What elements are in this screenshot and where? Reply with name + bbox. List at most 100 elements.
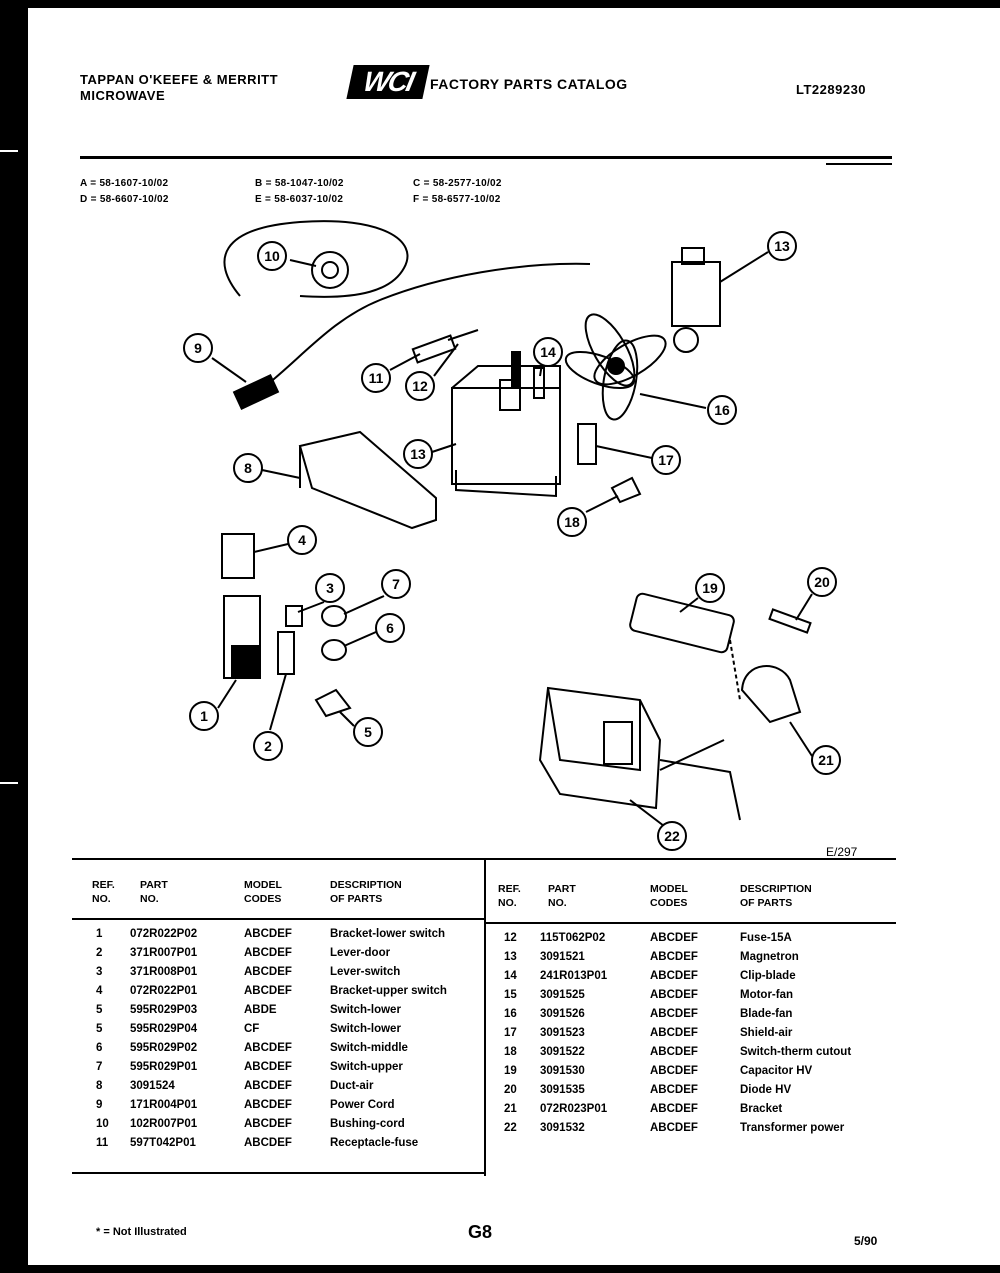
cell-desc: Power Cord bbox=[330, 1099, 395, 1111]
cell-part: 102R007P01 bbox=[130, 1118, 198, 1130]
cell-model: CF bbox=[244, 1023, 260, 1035]
cell-ref: 22 bbox=[504, 1122, 517, 1134]
callout-17: 17 bbox=[595, 445, 681, 475]
power-cord-drawing bbox=[223, 220, 409, 298]
callout-2: 2 bbox=[253, 673, 287, 761]
svg-text:6: 6 bbox=[386, 620, 394, 636]
callout-13-left: 13 bbox=[403, 439, 457, 469]
cell-ref: 5 bbox=[96, 1023, 103, 1035]
cell-model: ABCDEF bbox=[650, 989, 698, 1001]
cell-desc: Clip-blade bbox=[740, 970, 796, 982]
catalog-page bbox=[28, 8, 1000, 1265]
brand-block: TAPPAN O'KEEFE & MERRITT MICROWAVE bbox=[80, 72, 278, 104]
callout-16: 16 bbox=[639, 393, 737, 425]
cell-desc: Switch-lower bbox=[330, 1004, 401, 1016]
callout-13-right: 13 bbox=[719, 231, 797, 283]
table-header-rule-left bbox=[72, 918, 484, 920]
callout-9: 9 bbox=[183, 333, 247, 383]
footnote: * = Not Illustrated bbox=[96, 1226, 187, 1238]
svg-text:10: 10 bbox=[264, 248, 280, 264]
cell-part: 595R029P01 bbox=[130, 1061, 198, 1073]
cell-model: ABCDEF bbox=[244, 985, 292, 997]
magnetron-drawing bbox=[451, 387, 561, 485]
figure-id: E/297 bbox=[826, 845, 858, 859]
cell-model: ABCDEF bbox=[650, 1103, 698, 1115]
cell-model: ABCDEF bbox=[650, 951, 698, 963]
cell-desc: Switch-middle bbox=[330, 1042, 408, 1054]
cell-model: ABCDEF bbox=[244, 1061, 292, 1073]
cell-model: ABDE bbox=[244, 1004, 277, 1016]
header-ref-right: REF.NO. bbox=[498, 883, 521, 909]
cell-ref: 1 bbox=[96, 928, 103, 940]
callout-18: 18 bbox=[557, 495, 619, 537]
cell-part: 595R029P04 bbox=[130, 1023, 198, 1035]
callout-12: 12 bbox=[405, 343, 459, 401]
cell-ref: 19 bbox=[504, 1065, 517, 1077]
cell-desc: Fuse-15A bbox=[740, 932, 792, 944]
cell-ref: 7 bbox=[96, 1061, 103, 1073]
cell-part: 3091521 bbox=[540, 951, 585, 963]
cell-part: 3091522 bbox=[540, 1046, 585, 1058]
cell-desc: Switch-therm cutout bbox=[740, 1046, 852, 1058]
cell-ref: 13 bbox=[504, 951, 517, 963]
cell-ref: 20 bbox=[504, 1084, 517, 1096]
callout-19: 19 bbox=[679, 573, 725, 613]
cell-part: 3091526 bbox=[540, 1008, 585, 1020]
cell-ref: 21 bbox=[504, 1103, 517, 1115]
cell-desc: Duct-air bbox=[330, 1080, 374, 1092]
cell-ref: 17 bbox=[504, 1027, 517, 1039]
cell-ref: 3 bbox=[96, 966, 103, 978]
model-code-a: A = 58-1607-10/02 bbox=[80, 178, 169, 189]
brand-line-2: MICROWAVE bbox=[80, 88, 166, 103]
cell-desc: Diode HV bbox=[740, 1084, 792, 1096]
model-number: LT2289230 bbox=[796, 82, 867, 97]
callout-8: 8 bbox=[233, 453, 301, 483]
callout-3: 3 bbox=[297, 573, 345, 613]
cell-desc: Receptacle-fuse bbox=[330, 1137, 419, 1149]
capacitor-drawing bbox=[629, 592, 735, 654]
cell-model: ABCDEF bbox=[650, 1027, 698, 1039]
cell-part: 597T042P01 bbox=[130, 1137, 196, 1149]
svg-text:20: 20 bbox=[814, 574, 830, 590]
cell-desc: Capacitor HV bbox=[740, 1065, 813, 1077]
upper-bracket-drawing bbox=[221, 533, 255, 579]
header-rule-short bbox=[826, 163, 892, 165]
cell-desc: Switch-lower bbox=[330, 1023, 401, 1035]
cell-ref: 8 bbox=[96, 1080, 103, 1092]
cell-desc: Shield-air bbox=[740, 1027, 793, 1039]
callout-6: 6 bbox=[343, 613, 405, 647]
cell-ref: 14 bbox=[504, 970, 517, 982]
svg-text:12: 12 bbox=[412, 378, 428, 394]
cell-desc: Blade-fan bbox=[740, 1008, 793, 1020]
cell-model: ABCDEF bbox=[244, 1099, 292, 1111]
cell-desc: Switch-upper bbox=[330, 1061, 403, 1073]
cell-model: ABCDEF bbox=[244, 1042, 292, 1054]
cell-part: 072R022P01 bbox=[130, 985, 198, 997]
cell-desc: Lever-door bbox=[330, 947, 391, 959]
transformer-drawing bbox=[538, 686, 741, 821]
cell-model: ABCDEF bbox=[650, 932, 698, 944]
cell-ref: 2 bbox=[96, 947, 103, 959]
cell-model: ABCDEF bbox=[244, 928, 292, 940]
cell-ref: 6 bbox=[96, 1042, 103, 1054]
fan-blade-drawing bbox=[564, 313, 667, 421]
cell-model: ABCDEF bbox=[650, 1065, 698, 1077]
callout-4: 4 bbox=[253, 525, 317, 555]
cell-ref: 5 bbox=[96, 1004, 103, 1016]
model-code-c: C = 58-2577-10/02 bbox=[413, 178, 502, 189]
svg-text:9: 9 bbox=[194, 340, 202, 356]
svg-text:13: 13 bbox=[774, 238, 790, 254]
callout-7: 7 bbox=[343, 569, 411, 615]
cell-model: ABCDEF bbox=[650, 1008, 698, 1020]
cell-part: 3091525 bbox=[540, 989, 585, 1001]
cell-model: ABCDEF bbox=[244, 1080, 292, 1092]
cell-ref: 11 bbox=[96, 1137, 109, 1149]
cell-part: 3091523 bbox=[540, 1027, 585, 1039]
brand-line-1: TAPPAN O'KEEFE & MERRITT bbox=[80, 72, 279, 87]
cell-model: ABCDEF bbox=[244, 1137, 292, 1149]
air-duct-drawing bbox=[298, 430, 437, 530]
table-header-rule-right bbox=[486, 922, 896, 924]
